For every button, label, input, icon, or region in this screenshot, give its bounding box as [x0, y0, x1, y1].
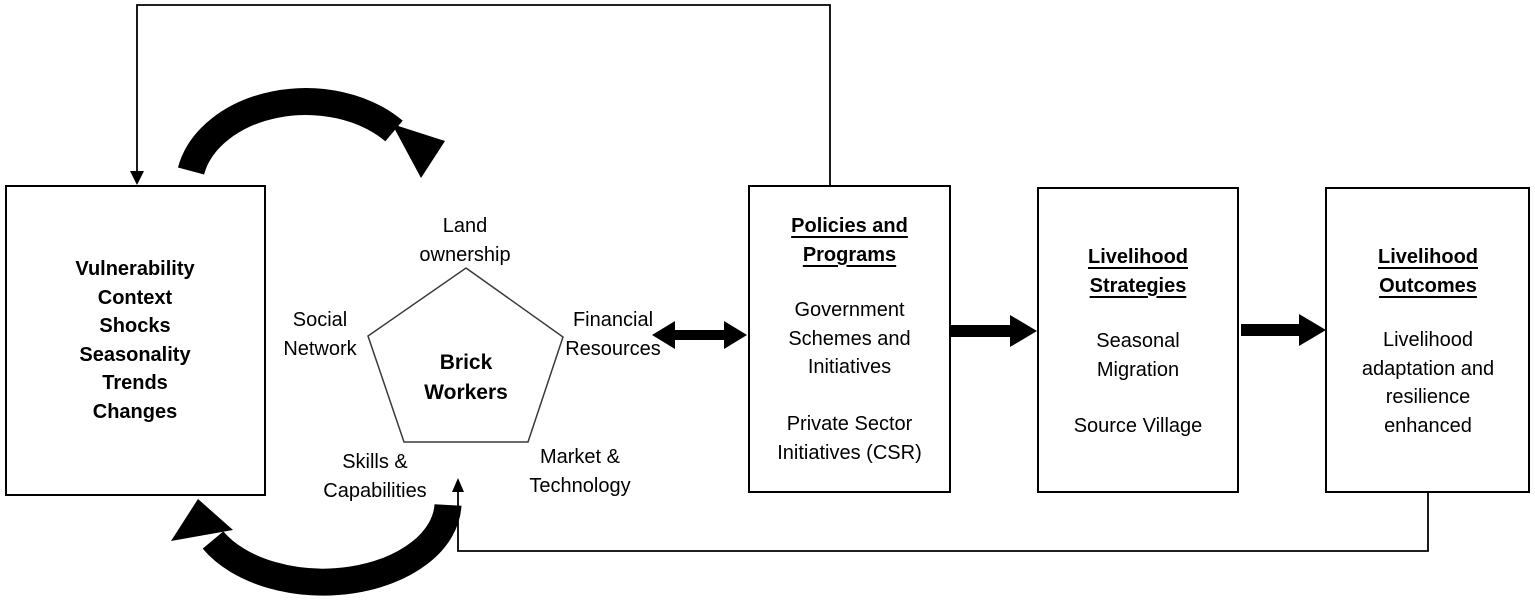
- text-line: adaptation and: [1361, 357, 1495, 380]
- down-arrowhead-icon: [130, 171, 144, 185]
- text-line: Shocks: [99, 315, 171, 337]
- policies-private-sector-text: Private Sector Initiatives (CSR): [758, 410, 941, 467]
- assets-pentagon: [367, 267, 564, 443]
- vulnerability-context-box: [5, 185, 266, 496]
- text-line: Strategies: [1089, 274, 1187, 297]
- up-arrowhead-icon: [452, 478, 464, 492]
- pentagon-core-label: Brick Workers: [396, 348, 536, 408]
- vulnerability-context-text: Vulnerability Context Shocks Seasonality…: [15, 255, 255, 426]
- text-line: Resources: [565, 337, 661, 360]
- text-line: ownership: [419, 243, 511, 266]
- asset-label-land-ownership: Land ownership: [385, 212, 545, 269]
- asset-label-financial-resources: Financial Resources: [533, 306, 693, 363]
- double-headed-arrow-icon: [652, 321, 747, 349]
- text-line: Schemes and: [788, 327, 911, 350]
- text-line: Seasonality: [79, 343, 191, 366]
- asset-label-social-network: Social Network: [240, 306, 400, 363]
- text-line: Context: [97, 286, 173, 309]
- asset-label-market-technology: Market & Technology: [500, 443, 660, 500]
- text-line: Network: [283, 337, 357, 360]
- text-line: Changes: [92, 400, 178, 423]
- livelihood-strategies-box: [1037, 187, 1239, 493]
- text-line: Land: [442, 215, 488, 237]
- text-line: Skills &: [342, 451, 408, 473]
- livelihood-outcomes-title: Livelihood Outcomes: [1333, 243, 1523, 300]
- arrow-strategies-to-outcomes-icon: [1241, 314, 1326, 346]
- text-line: Initiatives: [807, 356, 892, 378]
- text-line: Brick: [439, 351, 493, 374]
- text-line: Migration: [1096, 358, 1180, 381]
- text-line: Technology: [529, 474, 631, 497]
- text-line: Market &: [539, 446, 621, 468]
- asset-label-skills-capabilities: Skills & Capabilities: [295, 448, 455, 505]
- livelihood-strategies-title: Livelihood Strategies: [1048, 243, 1228, 300]
- text-line: Livelihood: [1378, 246, 1478, 268]
- outcomes-to-pentagon-feedback-connector: [457, 492, 1429, 552]
- text-line: Outcomes: [1379, 274, 1477, 297]
- policies-to-vulnerability-connector: [136, 4, 831, 185]
- policies-programs-box: [748, 185, 951, 493]
- text-line: Initiatives (CSR): [777, 441, 922, 464]
- text-line: Social: [292, 309, 348, 331]
- text-line: Livelihood: [1382, 329, 1474, 351]
- text-line: resilience: [1385, 386, 1471, 408]
- text-line: Trends: [102, 372, 168, 394]
- text-line: Private Sector: [786, 413, 913, 435]
- text-line: Source Village: [1073, 415, 1203, 437]
- text-line: Vulnerability: [75, 258, 195, 280]
- text-line: Policies and: [791, 215, 908, 237]
- policies-programs-title: Policies and Programs: [758, 212, 941, 269]
- text-line: Capabilities: [323, 479, 427, 502]
- curved-arrow-bottom-icon: [171, 499, 462, 596]
- livelihood-outcomes-box: [1325, 187, 1530, 493]
- strategies-seasonal-migration-text: Seasonal Migration: [1048, 327, 1228, 384]
- text-line: Livelihood: [1088, 246, 1188, 268]
- text-line: Seasonal: [1096, 330, 1180, 352]
- text-line: Programs: [802, 243, 897, 266]
- policies-government-schemes-text: Government Schemes and Initiatives: [758, 296, 941, 382]
- curved-arrow-top-icon: [177, 88, 445, 178]
- text-line: enhanced: [1384, 414, 1472, 437]
- arrow-policies-to-strategies-icon: [951, 315, 1037, 347]
- outcomes-adaptation-resilience-text: Livelihood adaptation and resilience enh…: [1333, 326, 1523, 440]
- text-line: Financial: [572, 309, 654, 331]
- text-line: Government: [794, 299, 905, 321]
- text-line: Workers: [424, 381, 508, 404]
- strategies-source-village-text: Source Village: [1048, 412, 1228, 441]
